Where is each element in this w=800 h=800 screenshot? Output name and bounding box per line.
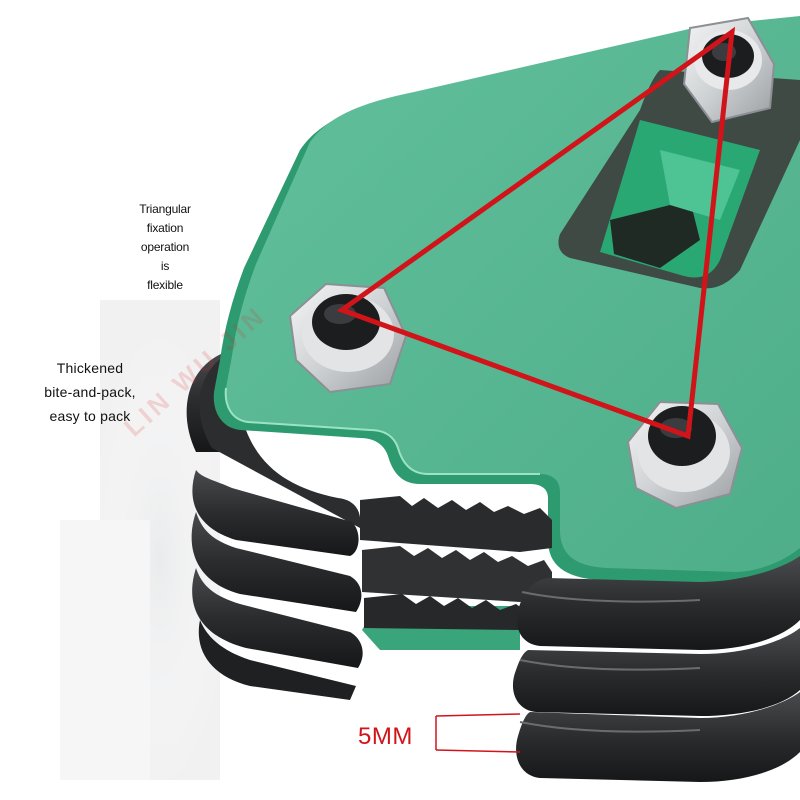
callout-thickened-bite: Thickened bite-and-pack, easy to pack	[44, 360, 136, 424]
dimension-label: 5MM	[358, 723, 413, 750]
dimension-marker	[435, 713, 521, 753]
hex-nut-left	[288, 282, 408, 394]
triangle-fixation-marker	[336, 26, 736, 440]
jaw-stack-right	[512, 556, 800, 782]
crimp-teeth	[360, 496, 552, 630]
callout-triangular-fixation: Triangular fixation operation is flexibl…	[139, 202, 191, 292]
jaw-stack-left	[186, 350, 363, 700]
plate-slot	[558, 70, 800, 289]
